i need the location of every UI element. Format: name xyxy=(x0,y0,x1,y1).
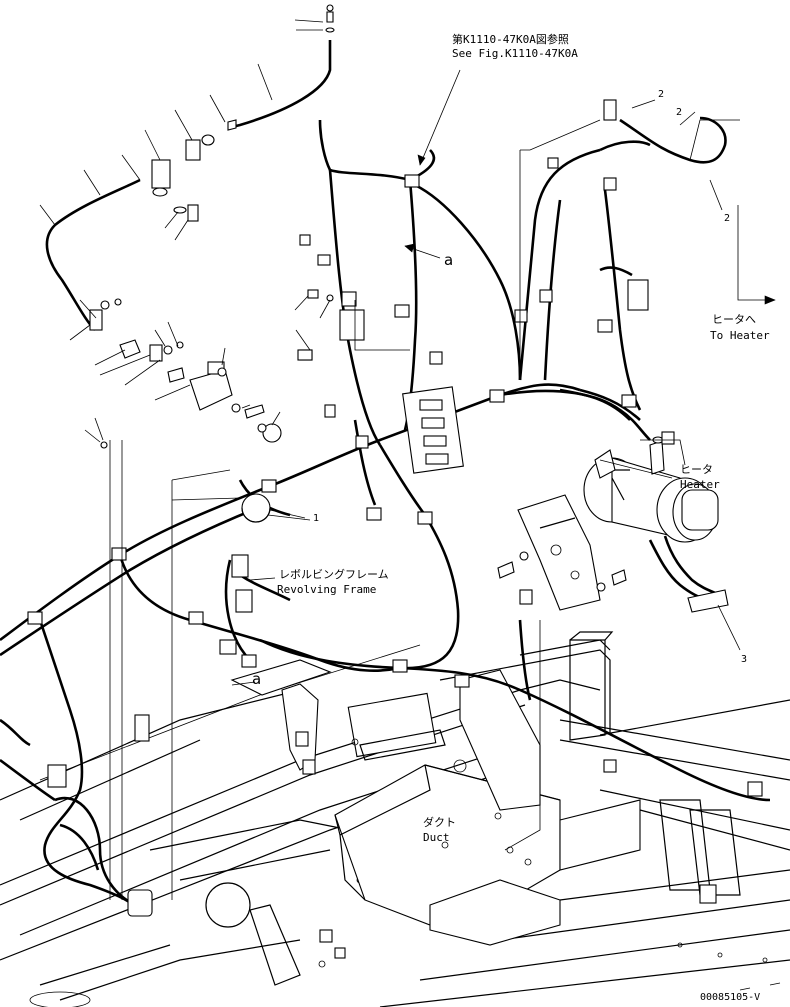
callout-2-middle: 2 xyxy=(676,107,683,118)
heater-unit xyxy=(497,436,729,613)
figure-reference-japanese: 第K1110-47K0A図参照 xyxy=(452,33,569,46)
leader-lines xyxy=(39,19,776,900)
heater-destination-japanese: ヒータへ xyxy=(712,313,756,326)
revolving-frame-structure xyxy=(0,631,790,1007)
heater-label-english: Heater xyxy=(680,478,720,491)
figure-reference-english: See Fig.K1110-47K0A xyxy=(452,47,578,60)
heater-label-japanese: ヒータ xyxy=(680,463,713,476)
callout-1: 1 xyxy=(313,513,320,524)
duct-label-japanese: ダクト xyxy=(423,816,456,829)
revolving-frame-label-japanese: レボルビングフレーム xyxy=(279,568,389,581)
duct-label-english: Duct xyxy=(423,831,450,844)
heater-destination-english: To Heater xyxy=(710,329,770,342)
misc-detail xyxy=(677,942,781,991)
callout-2-top: 2 xyxy=(658,89,665,100)
callout-2-right: 2 xyxy=(724,213,731,224)
drawing-number: 00085105-V xyxy=(700,992,761,1003)
exploded-parts-upper-left xyxy=(45,4,335,523)
view-marker-a-upper: a xyxy=(444,251,454,269)
callout-3: 3 xyxy=(741,654,748,665)
harness-clamps xyxy=(27,99,763,917)
revolving-frame-label-english: Revolving Frame xyxy=(277,583,377,596)
view-marker-a-lower: a xyxy=(252,670,262,688)
duct-assembly xyxy=(334,669,641,946)
